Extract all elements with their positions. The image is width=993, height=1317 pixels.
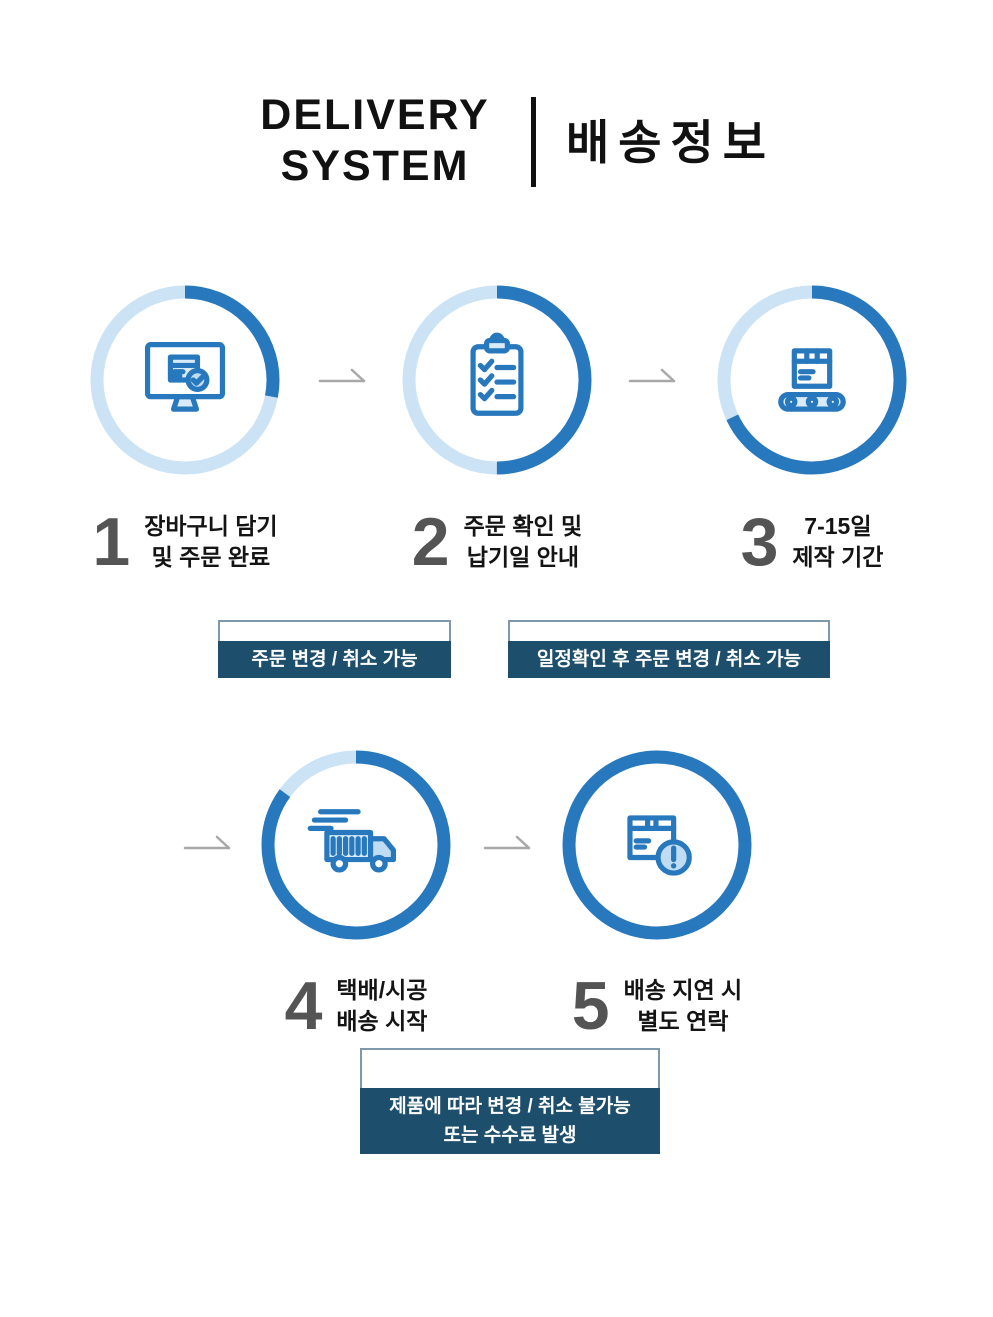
note-banner-1: 주문 변경 / 취소 가능 [218, 641, 451, 678]
connector-bracket [360, 1048, 660, 1088]
step-2-caption: 2 주문 확인 및 납기일 안내 [357, 508, 637, 576]
step-label: 주문 확인 및 납기일 안내 [464, 511, 583, 573]
step-2-circle [402, 285, 592, 475]
page-title-en-line2: SYSTEM [280, 141, 470, 190]
delivery-truck-icon [307, 809, 397, 873]
step-number: 2 [411, 504, 450, 580]
step-label-line: 배송 지연 시 [623, 976, 743, 1003]
progress-ring [717, 285, 907, 475]
banner-text: 제품에 따라 변경 / 취소 불가능 [389, 1095, 631, 1117]
page-title-ko: 배송정보 [566, 116, 775, 169]
progress-ring [562, 750, 752, 940]
banner-text: 주문 변경 / 취소 가능 [251, 648, 418, 670]
step-number: 3 [740, 504, 779, 580]
progress-ring [90, 285, 280, 475]
step-4-circle [261, 750, 451, 940]
step-label-line: 택배/시공 [336, 976, 428, 1003]
progress-ring-fill [90, 285, 280, 475]
monitor-order-icon [144, 342, 226, 412]
conveyor-box-icon [778, 348, 846, 412]
title-divider-bar [531, 97, 536, 187]
progress-ring-fill [402, 285, 592, 475]
arrow-right-icon [483, 835, 531, 850]
step-3-circle [717, 285, 907, 475]
progress-ring-fill [717, 285, 907, 475]
banner-text: 또는 수수료 발생 [443, 1125, 577, 1146]
step-label-line: 주문 확인 및 [463, 512, 583, 539]
step-1-circle [90, 285, 280, 475]
clipboard-checklist-icon [470, 332, 524, 416]
connector-bracket [508, 620, 830, 641]
note-banner-3: 제품에 따라 변경 / 취소 불가능 또는 수수료 발생 [360, 1088, 660, 1154]
progress-ring-fill [562, 750, 752, 940]
arrow-right-icon [183, 835, 231, 850]
arrow-right-icon [628, 368, 676, 383]
progress-ring-fill [261, 750, 451, 940]
step-5-circle [562, 750, 752, 940]
arrow-right-icon [318, 368, 366, 383]
page-title-en-line1: DELIVERY [260, 91, 490, 139]
step-label-line: 배송 시작 [336, 1008, 428, 1034]
banner-text: 일정확인 후 주문 변경 / 취소 가능 [536, 648, 802, 670]
step-label-line: 납기일 안내 [466, 544, 579, 570]
step-label-line: 제작 기간 [792, 544, 884, 570]
progress-ring [402, 285, 592, 475]
step-5-caption: 5 배송 지연 시 별도 연락 [517, 972, 797, 1040]
step-label: 7-15일 제작 기간 [792, 511, 883, 573]
step-label-line: 별도 연락 [637, 1008, 729, 1034]
step-number: 5 [571, 968, 610, 1044]
step-1-caption: 1 장바구니 담기 및 주문 완료 [45, 508, 325, 576]
connector-bracket [218, 620, 451, 641]
step-label: 배송 지연 시 별도 연락 [624, 975, 743, 1037]
step-number: 1 [92, 504, 131, 580]
step-label: 장바구니 담기 및 주문 완료 [144, 511, 277, 573]
step-label-line: 7-15일 [804, 512, 872, 539]
progress-ring [261, 750, 451, 940]
step-4-caption: 4 택배/시공 배송 시작 [216, 972, 496, 1040]
note-banner-2: 일정확인 후 주문 변경 / 취소 가능 [508, 641, 830, 678]
step-label-line: 및 주문 완료 [151, 544, 271, 570]
page-title-en: DELIVERY SYSTEM [225, 90, 525, 191]
step-number: 4 [284, 968, 323, 1044]
step-3-caption: 3 7-15일 제작 기간 [672, 508, 952, 576]
box-alert-icon [627, 815, 692, 876]
step-label: 택배/시공 배송 시작 [336, 975, 427, 1037]
step-label-line: 장바구니 담기 [144, 512, 278, 539]
